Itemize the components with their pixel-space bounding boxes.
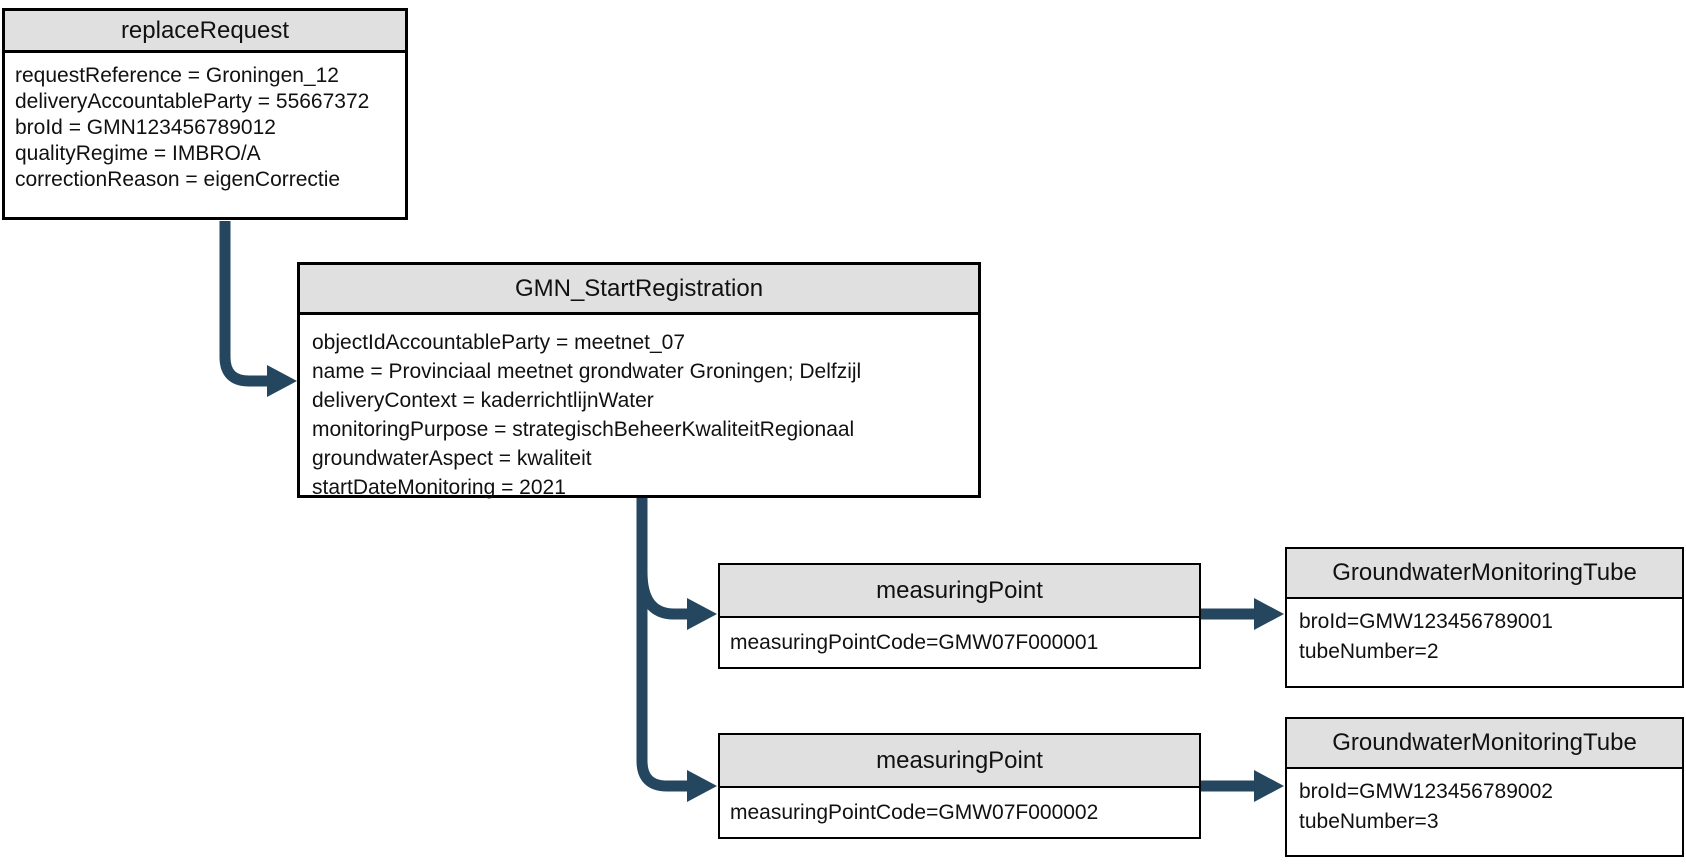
node-title-label: measuringPoint xyxy=(876,746,1043,774)
measuring-point-2-body: measuringPointCode=GMW07F000002 xyxy=(720,788,1199,837)
groundwater-monitoring-tube-2-body: broId=GMW123456789002 tubeNumber=3 xyxy=(1287,769,1682,837)
gmn-start-registration-title: GMN_StartRegistration xyxy=(300,265,978,315)
node-attribute: startDateMonitoring = 2021 xyxy=(312,476,566,499)
node-attribute: measuringPointCode=GMW07F000002 xyxy=(730,800,1099,824)
arrowhead-icon xyxy=(687,598,717,630)
node-attribute: broId=GMW123456789002 xyxy=(1299,780,1553,803)
node-attribute: tubeNumber=2 xyxy=(1299,640,1439,663)
connector-measuringpoint2-to-tube2 xyxy=(1201,770,1284,802)
node-title-label: GroundwaterMonitoringTube xyxy=(1332,729,1637,756)
measuring-point-2-title: measuringPoint xyxy=(720,735,1199,788)
replace-request-body: requestReference = Groningen_12 delivery… xyxy=(5,53,405,193)
replace-request-node: replaceRequest requestReference = Gronin… xyxy=(2,8,408,220)
groundwater-monitoring-tube-2-node: GroundwaterMonitoringTube broId=GMW12345… xyxy=(1285,717,1684,857)
arrowhead-icon xyxy=(1254,770,1284,802)
connector-gmn-to-measuringpoint1 xyxy=(636,571,717,630)
groundwater-monitoring-tube-1-title: GroundwaterMonitoringTube xyxy=(1287,549,1682,599)
node-attribute: qualityRegime = IMBRO/A xyxy=(15,142,261,165)
connector-measuringpoint1-to-tube1 xyxy=(1201,598,1284,630)
node-attribute: monitoringPurpose = strategischBeheerKwa… xyxy=(312,418,855,441)
connector-replacerequest-to-gmn xyxy=(219,221,297,397)
arrowhead-icon xyxy=(687,770,717,802)
node-attribute: tubeNumber=3 xyxy=(1299,810,1439,833)
arrowhead-icon xyxy=(1254,598,1284,630)
node-attribute: name = Provinciaal meetnet grondwater Gr… xyxy=(312,360,862,383)
node-attribute: deliveryAccountableParty = 55667372 xyxy=(15,90,370,113)
gmn-start-registration-node: GMN_StartRegistration objectIdAccountabl… xyxy=(297,262,981,499)
measuring-point-2-node: measuringPoint measuringPointCode=GMW07F… xyxy=(718,733,1201,839)
measuring-point-1-body: measuringPointCode=GMW07F000001 xyxy=(720,618,1199,667)
node-attribute: broId=GMW123456789001 xyxy=(1299,610,1553,633)
connector-line xyxy=(636,571,688,620)
connector-line xyxy=(636,497,688,792)
gmn-start-registration-body: objectIdAccountableParty = meetnet_07 na… xyxy=(300,315,978,502)
node-title-label: measuringPoint xyxy=(876,576,1043,604)
measuring-point-1-title: measuringPoint xyxy=(720,565,1199,618)
node-attribute: requestReference = Groningen_12 xyxy=(15,64,339,87)
measuring-point-1-node: measuringPoint measuringPointCode=GMW07F… xyxy=(718,563,1201,669)
connector-gmn-to-measuringpoint2 xyxy=(636,497,717,802)
groundwater-monitoring-tube-1-node: GroundwaterMonitoringTube broId=GMW12345… xyxy=(1285,547,1684,688)
connector-line xyxy=(219,221,268,387)
node-attribute: groundwaterAspect = kwaliteit xyxy=(312,447,592,470)
groundwater-monitoring-tube-2-title: GroundwaterMonitoringTube xyxy=(1287,719,1682,769)
node-attribute: objectIdAccountableParty = meetnet_07 xyxy=(312,331,685,354)
arrowhead-icon xyxy=(267,365,297,397)
replace-request-title: replaceRequest xyxy=(5,11,405,53)
groundwater-monitoring-tube-1-body: broId=GMW123456789001 tubeNumber=2 xyxy=(1287,599,1682,667)
node-title-label: GroundwaterMonitoringTube xyxy=(1332,559,1637,586)
node-attribute: broId = GMN123456789012 xyxy=(15,116,276,139)
node-attribute: correctionReason = eigenCorrectie xyxy=(15,168,341,191)
node-title-label: GMN_StartRegistration xyxy=(514,274,764,302)
node-attribute: measuringPointCode=GMW07F000001 xyxy=(730,630,1099,654)
node-attribute: deliveryContext = kaderrichtlijnWater xyxy=(312,389,654,412)
node-title-label: replaceRequest xyxy=(120,16,290,44)
